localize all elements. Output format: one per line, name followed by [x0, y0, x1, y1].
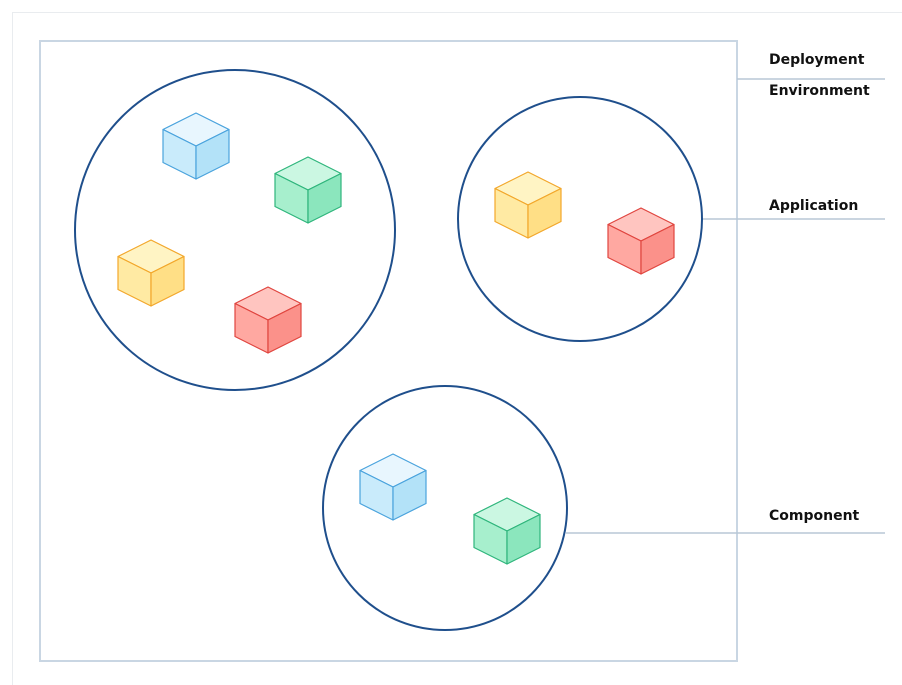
blue-component-cube-icon	[359, 453, 427, 521]
deployment-label-line-1: Deployment	[769, 52, 865, 68]
application-group-2	[457, 96, 703, 342]
green-component-cube-icon	[473, 497, 541, 565]
applications-layer	[74, 69, 703, 631]
application-group-3	[322, 385, 568, 631]
application-group-1	[74, 69, 396, 391]
cube-right-face	[307, 172, 342, 224]
cube-right-face	[527, 187, 562, 239]
application-label: Application	[769, 198, 859, 214]
cube-right-face	[506, 513, 541, 565]
deployment-label-line-2: Environment	[769, 83, 870, 99]
deployment-environment-frame	[39, 40, 738, 662]
cube-right-face	[267, 302, 302, 354]
cube-right-face	[392, 469, 427, 521]
cube-right-face	[195, 128, 230, 180]
component-label: Component	[769, 508, 860, 524]
yellow-component-cube-icon	[117, 239, 185, 307]
application-circle	[322, 385, 568, 631]
application-circle	[74, 69, 396, 391]
red-component-cube-icon	[607, 207, 675, 275]
yellow-component-cube-icon	[494, 171, 562, 239]
green-component-cube-icon	[274, 156, 342, 224]
red-component-cube-icon	[234, 286, 302, 354]
cube-right-face	[640, 223, 675, 275]
cube-right-face	[150, 255, 185, 307]
application-circle	[457, 96, 703, 342]
blue-component-cube-icon	[162, 112, 230, 180]
deployment-environment-label: Deployment Environment	[769, 48, 870, 103]
